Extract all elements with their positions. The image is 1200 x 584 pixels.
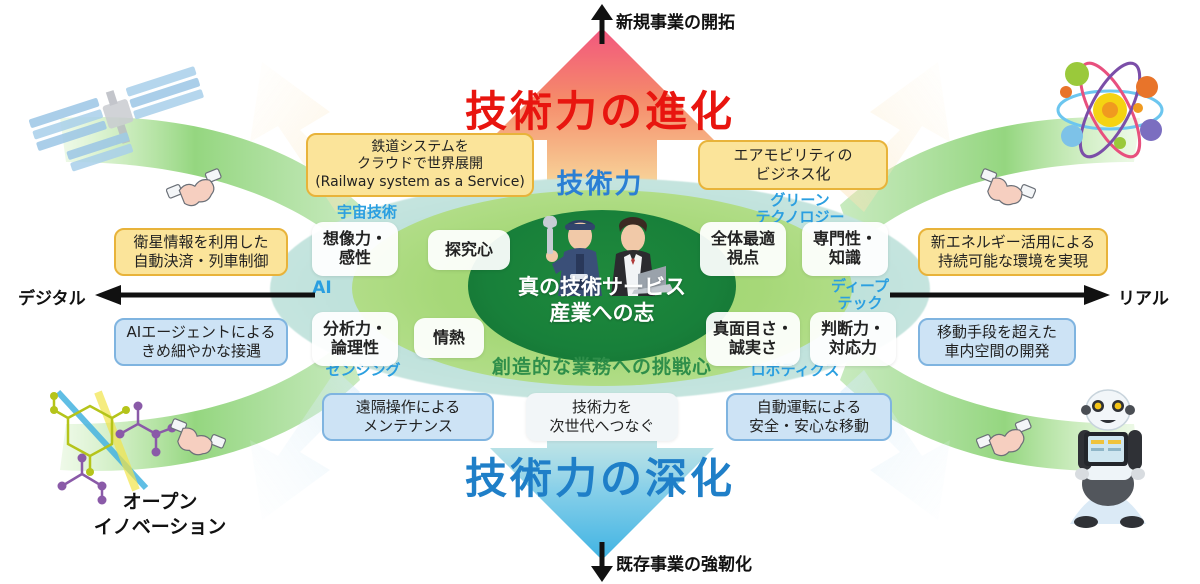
core-mission-text: 真の技術サービス 産業への志 — [518, 275, 686, 326]
note-existing-business: 既存事業の強靭化 — [616, 555, 752, 575]
axis-label-real: リアル — [1118, 289, 1169, 309]
cluster-label-uchuu-gijutsu: 宇宙技術 — [336, 203, 397, 221]
callout-new-energy[interactable]: 新エネルギー活用による 持続可能な環境を実現 — [918, 228, 1108, 276]
arrow-up-evolution — [490, 28, 714, 278]
chip-tankyushin[interactable]: 探究心 — [428, 230, 510, 270]
callout-autonomous-driving[interactable]: 自動運転による 安全・安心な移動 — [726, 393, 892, 441]
two-workers-icon — [543, 216, 674, 296]
axis-label-digital: デジタル — [18, 289, 86, 309]
chip-souzouryoku[interactable]: 想像力・ 感性 — [312, 222, 398, 276]
arrow-down-small — [591, 542, 613, 582]
chip-handanryoku[interactable]: 判断力・ 対応力 — [810, 312, 896, 366]
robot-icon — [1070, 389, 1146, 528]
handshake-icon — [976, 418, 1032, 457]
chip-jounetsu[interactable]: 情熱 — [414, 318, 484, 358]
axis-arrow-right — [890, 285, 1110, 305]
middle-ring-text: 創造的な業務への挑戦心 — [491, 356, 712, 378]
callout-ai-agent[interactable]: AIエージェントによる きめ細やかな接遇 — [114, 318, 288, 366]
arrow-down-deepening — [490, 330, 714, 560]
arrow-up-small — [591, 4, 613, 44]
ring-label-technology: 技術力 — [556, 169, 644, 200]
callout-railway-saas[interactable]: 鉄道システムを クラウドで世界展開 (Railway system as a S… — [306, 133, 534, 197]
chip-zentai-saiteki[interactable]: 全体最適 視点 — [700, 222, 786, 276]
callout-satellite-payment[interactable]: 衛星情報を利用した 自動決済・列車制御 — [114, 228, 288, 276]
cluster-label-green-technology: グリーン テクノロジー — [755, 191, 845, 226]
callout-cabin-space[interactable]: 移動手段を超えた 車内空間の開発 — [918, 318, 1076, 366]
note-new-business: 新規事業の開拓 — [616, 13, 735, 33]
handshake-icon — [166, 168, 222, 207]
chip-bunsekiryoku[interactable]: 分析力・ 論理性 — [312, 312, 398, 366]
headline-deepening: 技術力の深化 — [464, 454, 735, 503]
atom-icon — [1056, 61, 1164, 159]
chip-majimesa[interactable]: 真面目さ・ 誠実さ — [706, 312, 800, 366]
space-station-icon — [29, 66, 204, 172]
handshake-icon — [980, 168, 1036, 206]
callout-next-generation[interactable]: 技術力を 次世代へつなぐ — [526, 393, 678, 441]
axis-arrow-left — [95, 285, 315, 305]
label-open-innovation: オープン イノベーション — [93, 491, 227, 538]
core-ellipse-mission — [468, 210, 736, 362]
cluster-label-ai: AI — [312, 278, 332, 298]
molecule-icon — [50, 389, 177, 505]
callout-remote-maintenance[interactable]: 遠隔操作による メンテナンス — [322, 393, 494, 441]
headline-evolution: 技術力の進化 — [464, 87, 735, 136]
callout-air-mobility[interactable]: エアモビリティの ビジネス化 — [698, 140, 888, 190]
cluster-label-deep-tech: ディープ テック — [830, 277, 890, 312]
handshake-icon — [170, 418, 226, 456]
chip-senmonsei[interactable]: 専門性・ 知識 — [802, 222, 888, 276]
